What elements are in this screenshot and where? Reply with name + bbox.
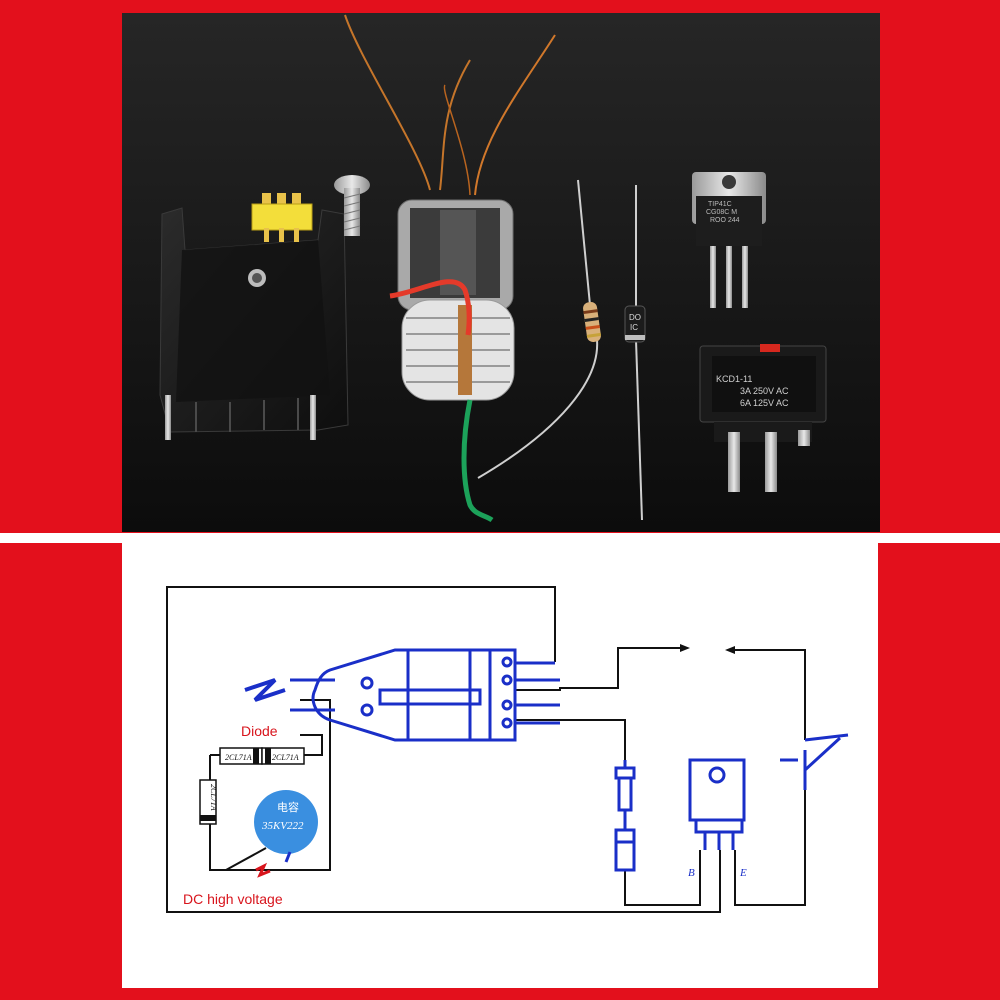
transistor-marking-2: CG08C M <box>706 209 737 216</box>
header-pins <box>251 193 313 242</box>
hv-diode-2: 2CL71A <box>261 747 305 765</box>
capacitor-label-chinese: 电容 <box>277 800 299 814</box>
resistor <box>477 179 602 479</box>
switch-marking-3: 6A 125V AC <box>740 398 789 408</box>
transistor-label-e: E <box>739 867 747 879</box>
diode-part-label-2: 2CL71A <box>272 753 299 762</box>
rocker-switch: KCD1-11 3A 250V AC 6A 125V AC <box>699 344 827 492</box>
transistor-marking-3: ROO 244 <box>710 217 740 224</box>
switch-marking-1: KCD1-11 <box>716 374 752 384</box>
hv-diode-1: 2CL71A <box>219 747 263 765</box>
transistor: TIP41C CG08C M ROO 244 <box>692 172 766 308</box>
diode: DO IC <box>624 185 646 521</box>
transistor-marking-1: TIP41C <box>708 201 732 208</box>
photo-panel: DO IC TIP41C CG08C M ROO 244 KCD1-11 3A … <box>122 13 880 532</box>
screw <box>334 175 370 236</box>
diode-marking-1: DO <box>629 313 641 322</box>
switch-marking-2: 3A 250V AC <box>740 386 789 396</box>
transistor-label-b: B <box>688 867 695 879</box>
diode-marking-2: IC <box>630 323 638 332</box>
diode-part-label-3: 2CL71A <box>209 784 218 811</box>
heatsink <box>159 207 349 440</box>
diode-label: Diode <box>241 723 278 739</box>
capacitor-label-value: 35KV222 <box>261 820 304 832</box>
dc-high-voltage-label: DC high voltage <box>183 891 283 907</box>
circuit-diagram: B E 2CL71A 2CL71A 2CL71A <box>122 543 878 988</box>
hv-capacitor: 电容 35KV222 <box>225 790 318 871</box>
diode-part-label-1: 2CL71A <box>225 753 252 762</box>
ignition-coil <box>344 14 556 523</box>
hv-diode-3: 2CL71A <box>199 779 218 825</box>
